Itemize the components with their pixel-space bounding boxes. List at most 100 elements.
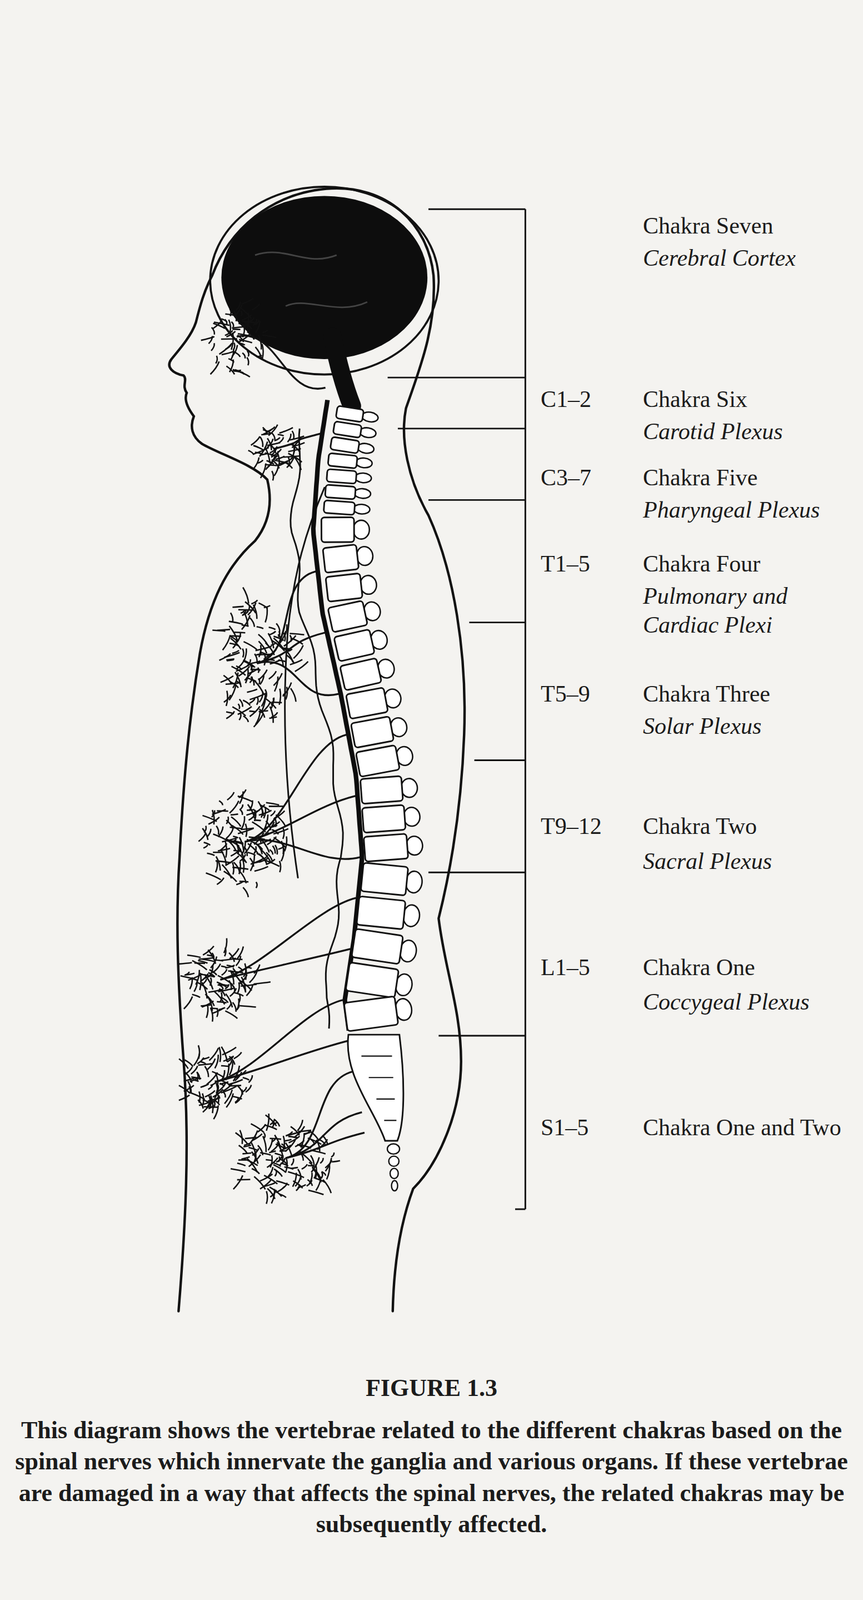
- plexus-fibre: [254, 445, 264, 451]
- spinal-nerve: [245, 795, 356, 842]
- plexus-fibre: [271, 829, 279, 834]
- plexus-fibre: [260, 452, 268, 455]
- plexus-fibre: [192, 960, 207, 970]
- plexus-fibre: [268, 805, 284, 807]
- plexus-fibre: [286, 654, 295, 663]
- plexus-fibre: [228, 358, 234, 363]
- chakra-name: Chakra Five: [642, 462, 758, 492]
- plexus-fibre: [236, 631, 241, 642]
- plexus-fibre: [229, 625, 238, 641]
- plexus-fibre: [315, 1163, 317, 1179]
- plexus-fibre: [220, 675, 234, 683]
- plexus-fibre: [177, 962, 192, 965]
- plexus-fibre: [274, 816, 277, 827]
- chakra-name: Chakra Six: [642, 384, 748, 414]
- plexus-fibre: [245, 669, 249, 683]
- plexus-fibre: [279, 860, 281, 872]
- plexus-fibre: [228, 621, 243, 625]
- plexus-fibre: [295, 661, 309, 672]
- plexus-fibre: [183, 996, 193, 1009]
- plexus-fibre: [231, 825, 243, 835]
- plexus-fibre: [240, 981, 246, 991]
- plexus-fibre: [278, 630, 280, 637]
- plexus-fibre: [260, 1173, 273, 1181]
- plexus-fibre: [227, 791, 234, 800]
- plexus-fibre: [239, 1005, 256, 1007]
- plexus-fibre: [241, 615, 251, 630]
- plexus-fibre: [237, 981, 239, 994]
- plexus-fibre: [224, 1089, 233, 1104]
- plexus-fibre: [200, 973, 208, 981]
- coccyx: [388, 1155, 399, 1166]
- plexus-fibre: [271, 697, 274, 706]
- plexus-fibre: [197, 960, 208, 964]
- plexus-fibre: [229, 642, 239, 646]
- spinal-nerve: [220, 948, 351, 980]
- vertebra-label: T9–12: [540, 811, 602, 841]
- plexus-fibre: [233, 1174, 243, 1189]
- plexus-fibre: [243, 715, 249, 722]
- chakra-name: Chakra Seven: [642, 211, 773, 241]
- plexus-fibre: [218, 1006, 226, 1010]
- plexus-fibre: [248, 450, 254, 455]
- vertebral-body: [360, 775, 403, 804]
- plexus-fibre: [257, 1123, 266, 1132]
- plexus-fibre: [256, 696, 259, 705]
- vertebra: [351, 928, 419, 967]
- plexus-fibre: [289, 632, 304, 635]
- plexus-fibre: [231, 326, 246, 328]
- plexus-name: Solar Plexus: [642, 711, 762, 741]
- plexus-fibre: [282, 647, 290, 649]
- plexus-fibre: [230, 1168, 246, 1172]
- plexus-fibre: [271, 470, 274, 481]
- figure-number: FIGURE 1.3: [0, 1372, 863, 1403]
- plexus-fibre: [331, 1151, 334, 1157]
- plexus-fibre: [234, 631, 246, 633]
- vertebra: [345, 684, 403, 720]
- plexus-fibre: [210, 1007, 213, 1021]
- plexus-fibre: [273, 637, 285, 651]
- plexus-fibre: [265, 446, 271, 463]
- vertebra-label: S1–5: [540, 1112, 589, 1142]
- vertebral-body: [345, 687, 388, 720]
- plexus-fibre: [270, 706, 274, 723]
- vertebral-body: [340, 657, 382, 691]
- spinal-nerve: [220, 897, 357, 980]
- plexus-fibre: [212, 963, 221, 973]
- plexus-fibre: [193, 1053, 200, 1065]
- vertebral-body: [321, 516, 354, 542]
- plexus-fibre: [262, 330, 268, 333]
- plexus-fibre: [238, 861, 241, 875]
- plexus-fibre: [246, 966, 252, 969]
- plexus-fibre: [226, 331, 236, 337]
- plexus-fibre: [291, 1158, 294, 1165]
- plexus-fibre: [225, 983, 229, 989]
- vertebra: [340, 654, 397, 691]
- plexus-fibre: [262, 335, 277, 338]
- plexus-fibre: [285, 1158, 288, 1173]
- plexus-fibre: [258, 678, 260, 685]
- vertebral-body: [323, 500, 356, 515]
- vertebra: [360, 774, 418, 804]
- plexus-fibre: [210, 1007, 218, 1009]
- plexus-fibre: [233, 310, 237, 322]
- plexus-fibre: [233, 861, 240, 872]
- spinal-nerve: [257, 571, 317, 663]
- plexus-fibre: [258, 634, 268, 645]
- plexus-fibre: [248, 836, 266, 840]
- plexus-fibre: [242, 886, 249, 897]
- vertebra: [330, 436, 375, 456]
- plexus-fibre: [308, 1189, 324, 1195]
- plexus-fibre: [236, 998, 239, 1010]
- plexus-fibre: [283, 635, 297, 646]
- plexus-fibre: [249, 970, 258, 982]
- plexus-fibre: [249, 692, 266, 700]
- plexus-fibre: [331, 1160, 341, 1162]
- plexus-fibre: [256, 626, 264, 628]
- plexus-fibre: [258, 334, 262, 350]
- plexus-fibre: [238, 789, 247, 798]
- plexus-fibre: [225, 313, 234, 316]
- plexus-fibre: [240, 827, 254, 830]
- plexus-fibre: [236, 955, 241, 966]
- plexus-fibre: [237, 335, 244, 342]
